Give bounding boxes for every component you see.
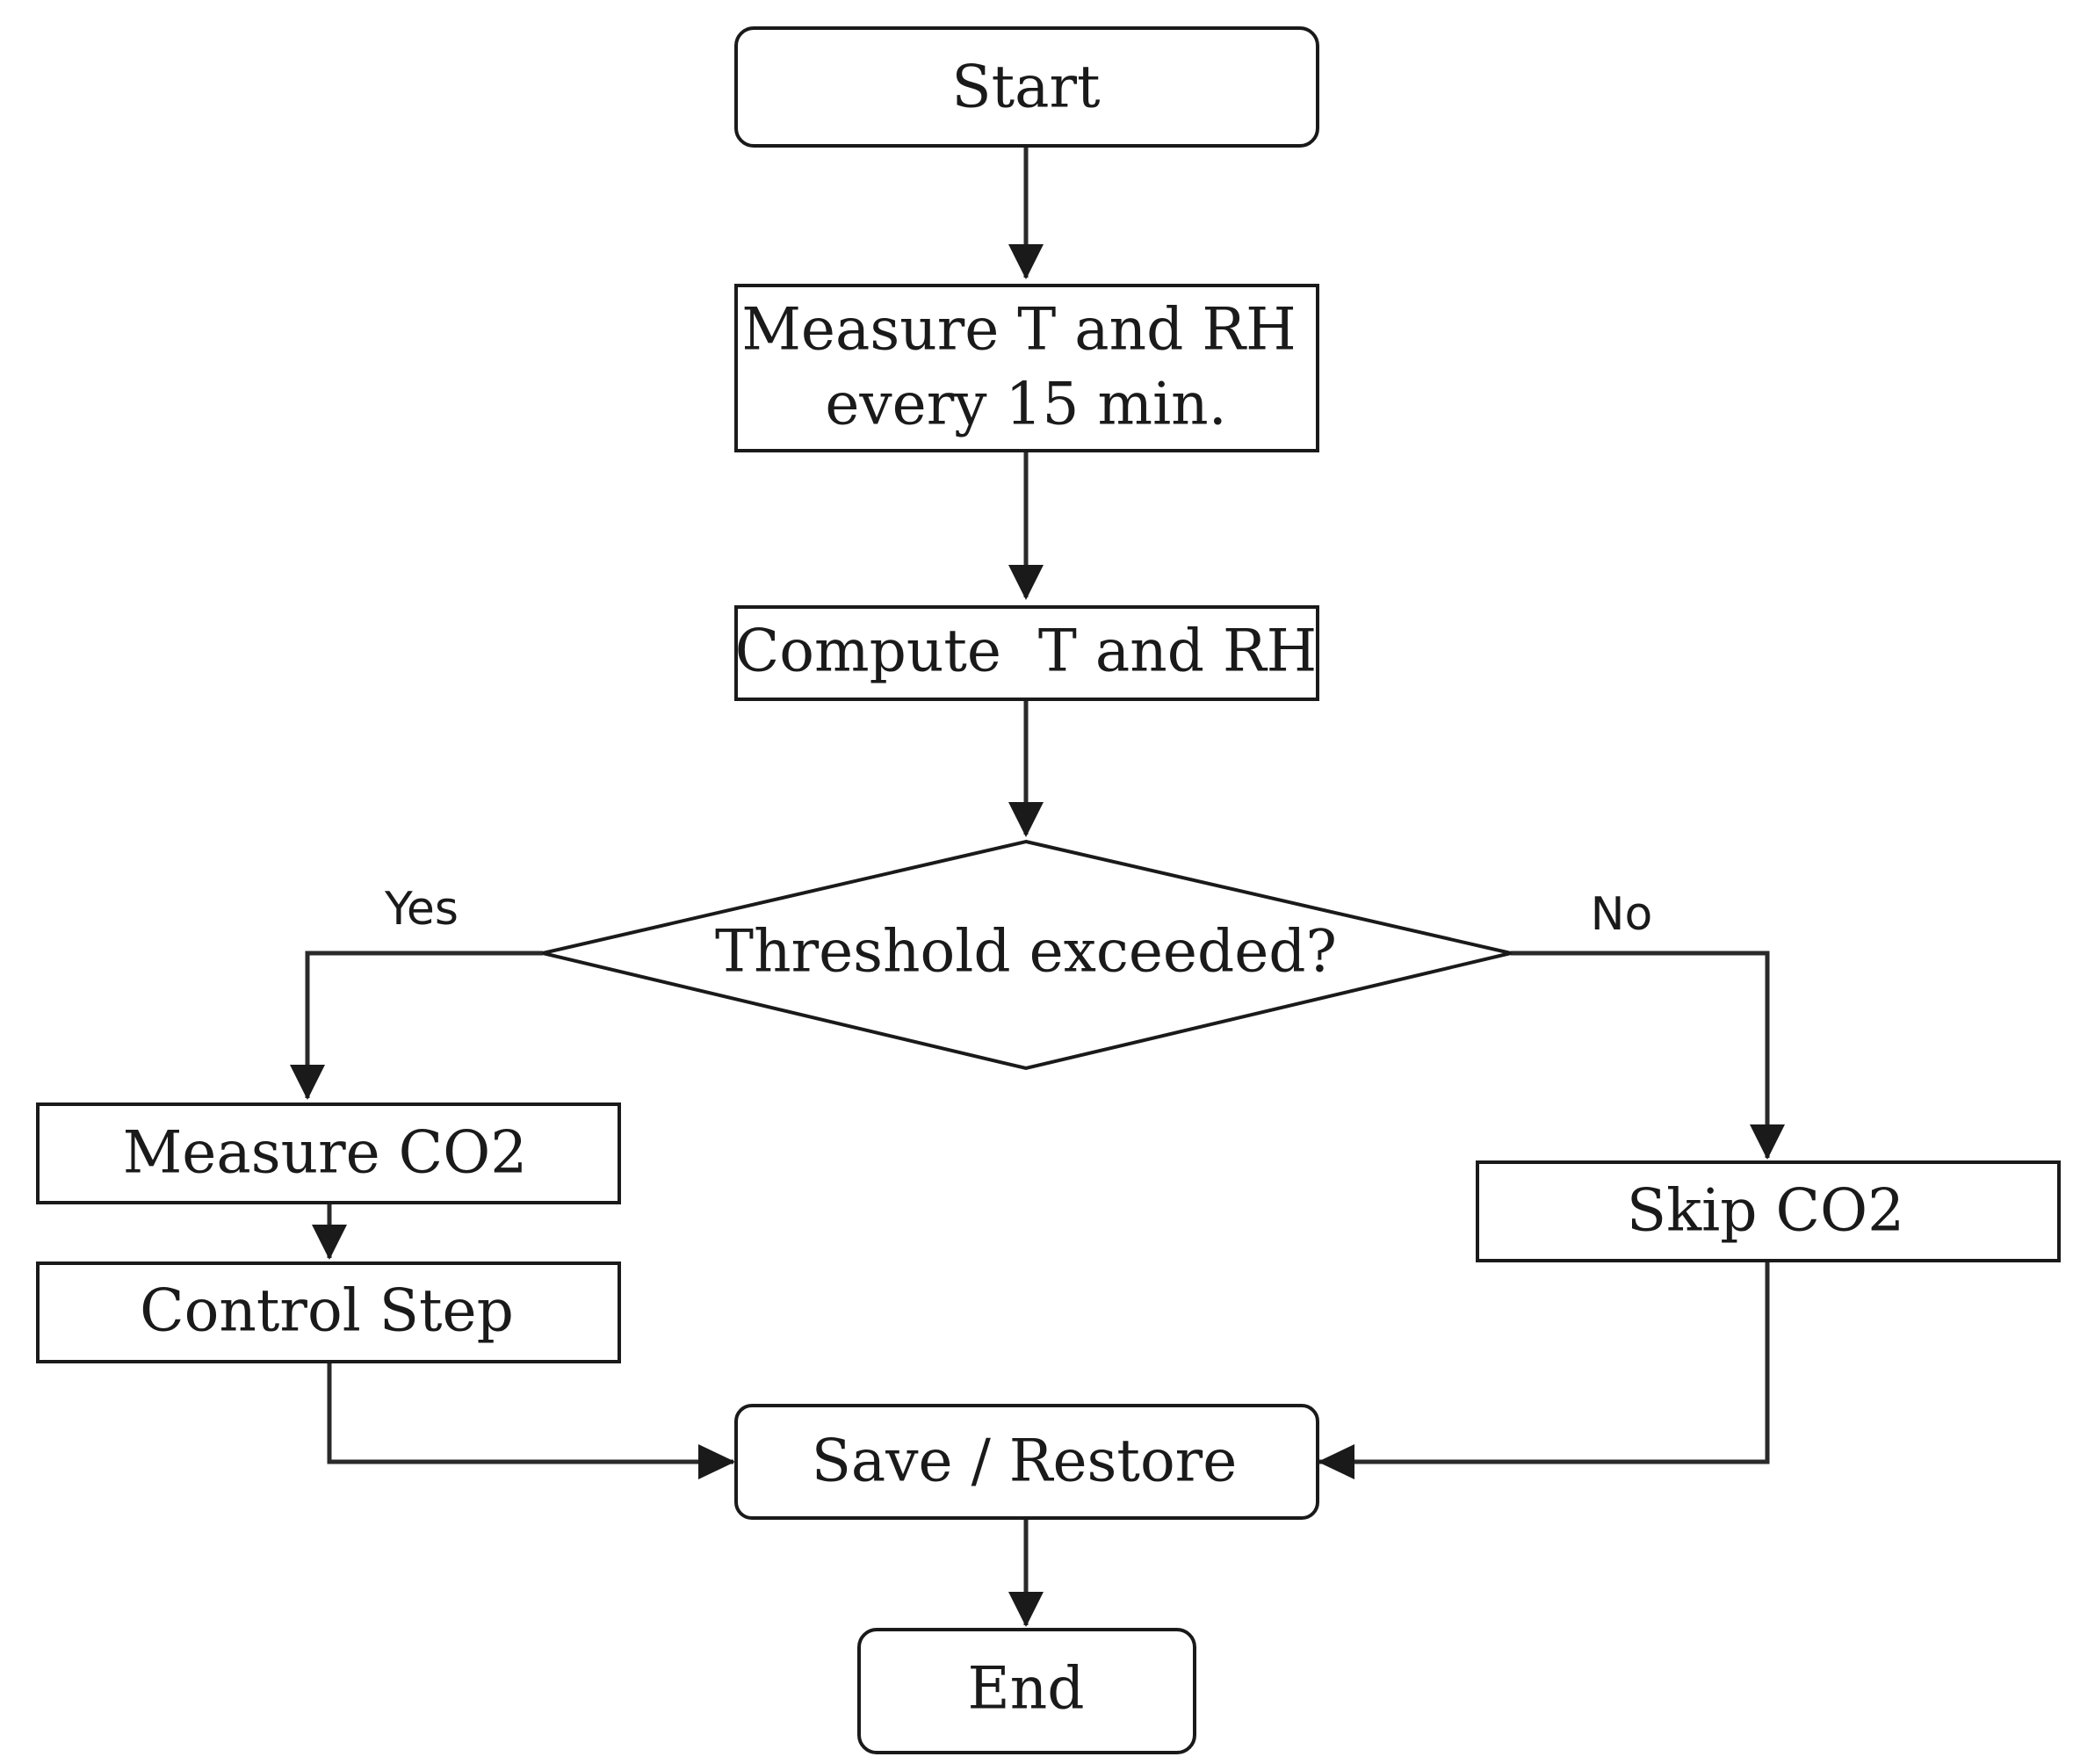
node-measure-t-rh: Measure T and RH every 15 min. (734, 284, 1319, 452)
arrowhead-start-to-measure (1008, 244, 1044, 279)
arrowhead-threshold-yes (290, 1065, 325, 1100)
node-end: End (857, 1628, 1196, 1754)
node-save-restore: Save / Restore (734, 1404, 1319, 1520)
arrowhead-skip-to-save (1318, 1444, 1354, 1479)
node-control-step-label: Control Step (140, 1277, 514, 1345)
node-measure-co2: Measure CO2 (36, 1102, 621, 1204)
node-skip-co2: Skip CO2 (1476, 1160, 2061, 1262)
node-control-step: Control Step (36, 1262, 621, 1363)
node-start-label: Start (951, 54, 1100, 121)
nodes: Start Measure T and RH every 15 min. Com… (36, 26, 2061, 1754)
edge-threshold-yes (305, 951, 543, 1098)
edge-skip-to-save (1319, 1260, 1770, 1464)
node-measure-co2-label: Measure CO2 (123, 1119, 528, 1187)
arrowhead-compute-to-threshold (1008, 802, 1044, 837)
node-save-restore-label: Save / Restore (812, 1428, 1238, 1495)
edge-label-no: No (1591, 888, 1653, 941)
node-threshold-decision: Threshold exceeded? (542, 839, 1512, 1071)
node-measure-t-rh-line-2: every 15 min. (825, 371, 1226, 438)
arrowhead-control-to-save (698, 1444, 735, 1479)
edge-threshold-no (1511, 951, 1770, 1158)
node-start: Start (734, 26, 1319, 148)
node-compute-t-rh-label: Compute T and RH (735, 618, 1317, 685)
edges: Yes No (290, 146, 1785, 1627)
node-threshold-label: Threshold exceeded? (715, 918, 1337, 986)
node-skip-co2-label: Skip CO2 (1627, 1177, 1904, 1245)
edge-control-to-save (327, 1362, 733, 1464)
arrowhead-measure-co2-to-control (312, 1225, 347, 1260)
node-measure-t-rh-line-1: Measure T and RH (741, 296, 1296, 364)
node-compute-t-rh: Compute T and RH (734, 605, 1319, 701)
arrowhead-threshold-no (1750, 1124, 1785, 1160)
arrowhead-measure-to-compute (1008, 565, 1044, 600)
edge-label-yes: Yes (384, 883, 459, 936)
arrowhead-save-to-end (1008, 1592, 1044, 1627)
node-end-label: End (968, 1655, 1085, 1723)
